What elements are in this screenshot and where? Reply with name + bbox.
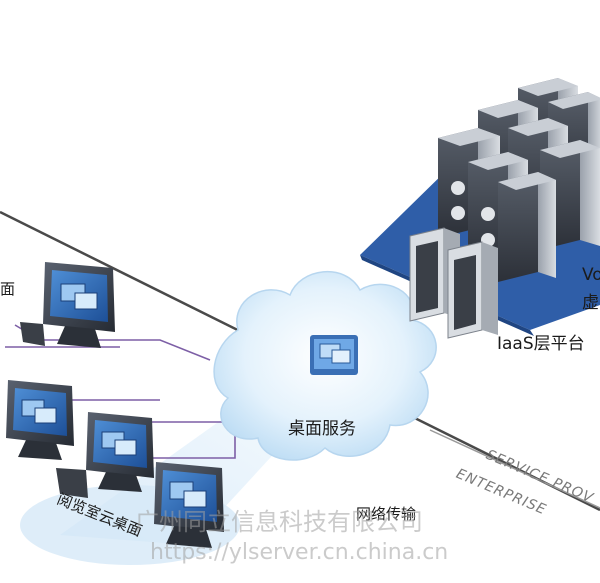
watermark-url: https://ylserver.cn.china.cn	[150, 540, 449, 565]
monitor-middle	[56, 412, 154, 498]
monitor-top	[20, 262, 115, 348]
virtual-partial-label: 虚	[582, 293, 599, 313]
desktop-service-icon	[310, 335, 358, 375]
monitor-right	[154, 462, 224, 548]
watermark-company: 广州同立信息科技有限公司	[135, 508, 423, 536]
monitor-left	[6, 380, 74, 460]
vo-partial-label: Vo	[582, 265, 600, 285]
network-transport-label: 网络传输	[356, 505, 417, 523]
desktop-service-label: 桌面服务	[288, 419, 356, 439]
left-partial-label: 面	[0, 280, 16, 298]
server-racks	[409, 78, 600, 339]
boundary-line-lower	[429, 429, 600, 509]
iaas-platform-label: IaaS层平台	[497, 334, 585, 354]
